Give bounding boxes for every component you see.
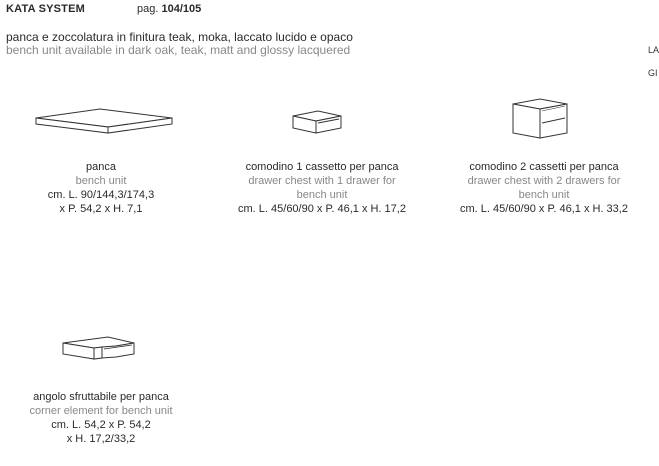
side-tab-la[interactable]: LA — [648, 45, 659, 55]
drawer-chest-1-icon — [290, 108, 344, 136]
page-header: KATA SYSTEM pag. 104/105 — [6, 3, 306, 19]
page-prefix: pag. — [137, 3, 159, 15]
intro-italian: panca e zoccolatura in finitura teak, mo… — [6, 30, 353, 44]
product-dimensions: x H. 17,2/33,2 — [66, 433, 136, 445]
product-name-en: bench unit — [518, 189, 570, 201]
brand-title: KATA SYSTEM — [6, 3, 85, 15]
product-dimensions: x P. 54,2 x H. 7,1 — [59, 203, 143, 215]
product-name-it: comodino 1 cassetto per panca — [245, 161, 399, 173]
product-name-en: drawer chest with 2 drawers for — [467, 175, 621, 187]
product-name-it: angolo sfruttabile per panca — [33, 391, 169, 403]
drawer-chest-2-icon — [510, 97, 570, 141]
product-drawer-chest-1: comodino 1 cassetto per panca drawer che… — [222, 160, 422, 216]
product-bench: panca bench unit cm. L. 90/144,3/174,3 x… — [6, 160, 196, 216]
product-dimensions: cm. L. 45/60/90 x P. 46,1 x H. 17,2 — [238, 203, 406, 215]
product-name-it: comodino 2 cassetti per panca — [469, 161, 619, 173]
product-name-en: bench unit — [75, 175, 127, 187]
page-number: 104/105 — [161, 3, 202, 15]
product-name-en: drawer chest with 1 drawer for — [248, 175, 396, 187]
product-name-it: panca — [86, 161, 116, 173]
page-indicator: pag. 104/105 — [137, 3, 201, 15]
product-name-en: bench unit — [296, 189, 348, 201]
corner-element-icon — [60, 335, 138, 365]
bench-icon — [34, 108, 174, 136]
product-dimensions: cm. L. 90/144,3/174,3 — [47, 189, 155, 201]
intro-english: bench unit available in dark oak, teak, … — [6, 43, 351, 57]
intro-description: panca e zoccolatura in finitura teak, mo… — [6, 30, 566, 57]
product-drawer-chest-2: comodino 2 cassetti per panca drawer che… — [444, 160, 644, 216]
product-dimensions: cm. L. 54,2 x P. 54,2 — [51, 419, 151, 431]
product-name-en: corner element for bench unit — [29, 405, 173, 417]
product-corner-element: angolo sfruttabile per panca corner elem… — [6, 390, 196, 446]
side-tab-gi[interactable]: GI — [648, 68, 658, 78]
product-dimensions: cm. L. 45/60/90 x P. 46,1 x H. 33,2 — [460, 203, 628, 215]
